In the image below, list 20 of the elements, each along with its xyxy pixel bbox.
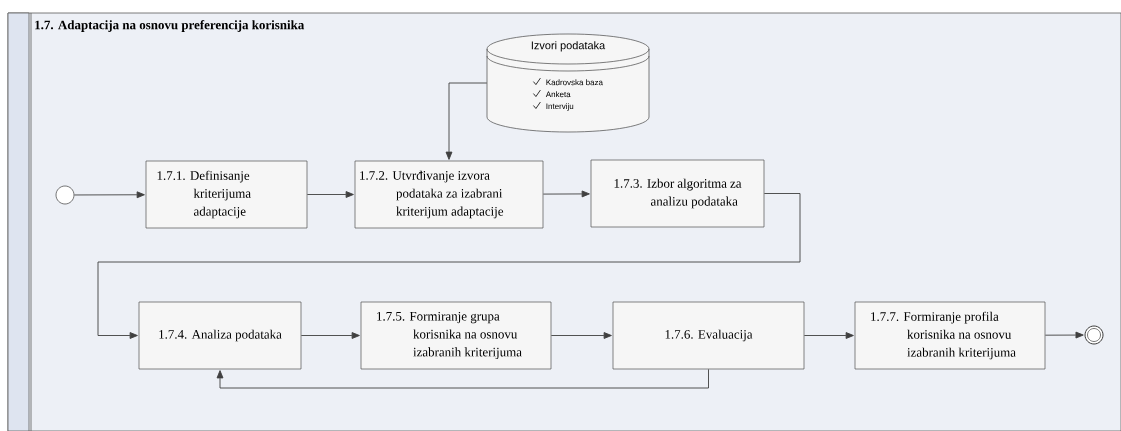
process-box: 1.7.5. Formiranje grupa korisnika na osnovu izabranih kriterijuma — [360, 301, 552, 370]
arrow — [73, 191, 145, 199]
arrow — [1044, 331, 1084, 339]
process-box: 1.7.2. Utvrđivanje izvora podataka za izabrani kriterijum adaptacije — [354, 160, 544, 229]
arrow — [542, 190, 590, 198]
start-event-circle — [55, 185, 75, 205]
arrow — [306, 191, 354, 198]
pool-title: 1.7. Adaptacija na osnovu preferencija korisnika — [35, 20, 305, 32]
process-box: 1.7.7. Formiranje profila korisnika na osnovu izabranih kriterijuma — [854, 301, 1046, 370]
process-box: 1.7.6. Evaluacija — [612, 301, 805, 370]
arrow — [803, 332, 854, 339]
process-box: 1.7.1. Definisanje kriterijuma adaptacije — [145, 160, 308, 229]
end-event-circle — [1084, 325, 1104, 345]
arrow — [300, 332, 360, 339]
arrow — [97, 193, 801, 339]
process-box: 1.7.4. Analiza podataka — [138, 301, 302, 370]
arrow — [550, 332, 612, 339]
arrow — [216, 368, 709, 389]
arrow — [445, 82, 488, 160]
process-box: 1.7.3. Izbor algoritma za analizu podataka — [590, 159, 765, 228]
